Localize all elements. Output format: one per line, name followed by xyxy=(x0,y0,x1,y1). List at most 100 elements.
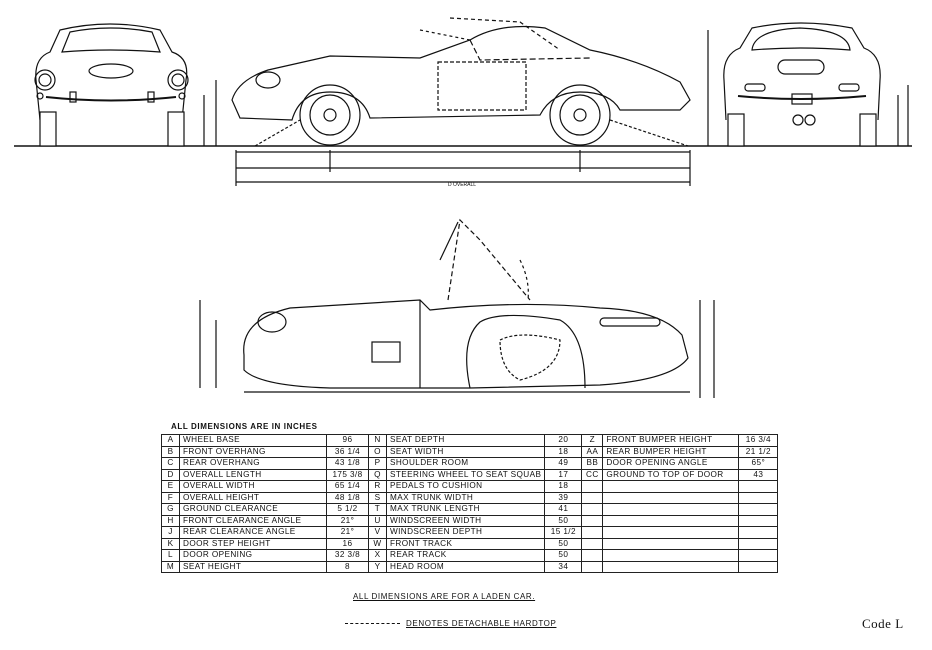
overall-length-label: D OVERALL xyxy=(448,182,476,188)
dimension-label: FRONT TRACK xyxy=(385,537,546,550)
dimension-value xyxy=(738,560,779,573)
dimension-value: 43 1/8 xyxy=(326,457,369,470)
dimension-value: 50 xyxy=(544,537,583,550)
front-wheel xyxy=(299,84,361,146)
side-view xyxy=(215,17,709,186)
dimension-key: Q xyxy=(368,468,387,481)
dimension-value: 20 xyxy=(544,434,583,447)
dimension-key: T xyxy=(368,503,387,516)
dimension-key: R xyxy=(368,480,387,493)
dimension-value: 15 1/2 xyxy=(544,526,583,539)
dimension-value: 48 1/8 xyxy=(326,491,369,504)
dimension-value xyxy=(738,526,779,539)
dimension-label: GROUND CLEARANCE xyxy=(179,503,327,516)
dimension-key xyxy=(581,549,604,562)
dimension-key: O xyxy=(368,445,387,458)
dimension-key: K xyxy=(161,537,180,550)
dimension-label xyxy=(602,560,740,573)
laden-note: ALL DIMENSIONS ARE FOR A LADEN CAR. xyxy=(353,592,536,601)
dimension-label: DOOR OPENING xyxy=(179,549,327,562)
dimension-key: B xyxy=(161,445,180,458)
dimension-label: PEDALS TO CUSHION xyxy=(385,480,546,493)
dimension-label: STEERING WHEEL TO SEAT SQUAB xyxy=(385,468,546,481)
dimension-label: DOOR STEP HEIGHT xyxy=(179,537,327,550)
dimension-label: WHEEL BASE xyxy=(179,434,327,447)
dimension-value: 21° xyxy=(326,514,369,527)
dimension-label: OVERALL WIDTH xyxy=(179,480,327,493)
dimension-label: REAR TRACK xyxy=(385,549,546,562)
dimension-key: F xyxy=(161,491,180,504)
top-view-door-open xyxy=(199,218,715,398)
dimension-value xyxy=(738,480,779,493)
dimension-key: V xyxy=(368,526,387,539)
dimension-value: 50 xyxy=(544,514,583,527)
dimension-value: 18 xyxy=(544,445,583,458)
dimension-value: 36 1/4 xyxy=(326,445,369,458)
dimension-value: 49 xyxy=(544,457,583,470)
dimension-value: 175 3/8 xyxy=(326,468,369,481)
dimension-key: P xyxy=(368,457,387,470)
dimension-key: N xyxy=(368,434,387,447)
dimension-value xyxy=(738,537,779,550)
dimension-value: 32 3/8 xyxy=(326,549,369,562)
dimension-value: 41 xyxy=(544,503,583,516)
dimension-label: SEAT HEIGHT xyxy=(179,560,327,573)
dimension-value: 39 xyxy=(544,491,583,504)
dimension-label: OVERALL LENGTH xyxy=(179,468,327,481)
dimension-value: 16 3/4 xyxy=(738,434,779,447)
dimension-label: REAR CLEARANCE ANGLE xyxy=(179,526,327,539)
dimension-value: 65 1/4 xyxy=(326,480,369,493)
dimension-label xyxy=(602,491,740,504)
dimension-key: CC xyxy=(581,468,604,481)
dimension-key: Z xyxy=(581,434,604,447)
dimension-value xyxy=(738,503,779,516)
dimension-key xyxy=(581,480,604,493)
dimension-key: M xyxy=(161,560,180,573)
dimension-value: 21 1/2 xyxy=(738,445,779,458)
dimension-key xyxy=(581,503,604,516)
dimension-label: HEAD ROOM xyxy=(385,560,546,573)
dimension-label: SEAT WIDTH xyxy=(385,445,546,458)
code-label: Code L xyxy=(862,616,904,631)
dimension-key: S xyxy=(368,491,387,504)
dimension-label: WINDSCREEN WIDTH xyxy=(385,514,546,527)
dimension-key: L xyxy=(161,549,180,562)
dimension-key: W xyxy=(368,537,387,550)
dimension-value: 96 xyxy=(326,434,369,447)
dimension-value xyxy=(738,514,779,527)
dimension-label: FRONT BUMPER HEIGHT xyxy=(602,434,740,447)
dimension-label: OVERALL HEIGHT xyxy=(179,491,327,504)
dimension-key xyxy=(581,526,604,539)
dimension-label: WINDSCREEN DEPTH xyxy=(385,526,546,539)
dimension-key xyxy=(581,491,604,504)
dimension-key: A xyxy=(161,434,180,447)
dimension-key: Y xyxy=(368,560,387,573)
dimension-label: DOOR OPENING ANGLE xyxy=(602,457,740,470)
dimension-label xyxy=(602,514,740,527)
dimension-key: G xyxy=(161,503,180,516)
dimensions-unit-note: ALL DIMENSIONS ARE IN INCHES xyxy=(171,422,318,431)
dimension-label xyxy=(602,480,740,493)
dimension-value xyxy=(738,491,779,504)
dimension-label: REAR OVERHANG xyxy=(179,457,327,470)
rear-view xyxy=(723,22,909,147)
dimension-value: 50 xyxy=(544,549,583,562)
dimension-label xyxy=(602,537,740,550)
dimension-value: 34 xyxy=(544,560,583,573)
dimension-label: GROUND TO TOP OF DOOR xyxy=(602,468,740,481)
dimension-key: AA xyxy=(581,445,604,458)
dimension-key: C xyxy=(161,457,180,470)
dimension-key xyxy=(581,514,604,527)
dimension-label: SHOULDER ROOM xyxy=(385,457,546,470)
